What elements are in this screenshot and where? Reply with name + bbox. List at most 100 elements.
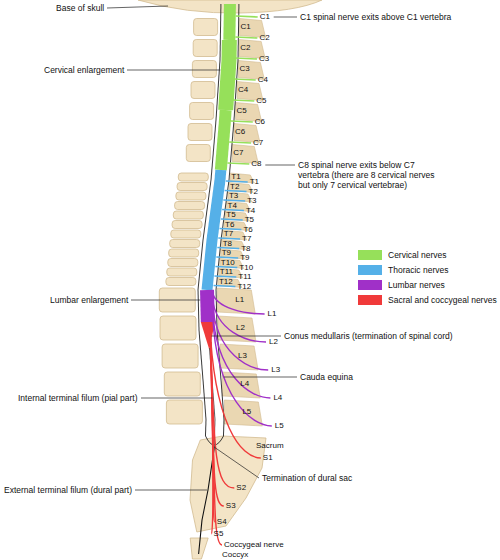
level-label: T9 (222, 249, 231, 257)
legend-row: Cervical nerves (358, 250, 498, 261)
spinal-nerve (213, 310, 271, 398)
cord-segment (223, 4, 236, 40)
level-label: C2 (259, 34, 269, 42)
level-label: L3 (271, 366, 280, 374)
level-label: C6 (235, 128, 245, 136)
vertebral-body (188, 124, 212, 141)
vertebral-body (178, 173, 208, 181)
level-label: T6 (243, 226, 252, 234)
level-label: T2 (249, 188, 258, 196)
vertebral-body (169, 249, 199, 257)
legend-swatch (358, 280, 382, 290)
vertebral-body (193, 40, 217, 57)
spinal-nerve (227, 163, 249, 164)
level-label: C7 (233, 149, 243, 157)
level-label: T9 (240, 254, 249, 262)
annotation-label: C8 spinal nerve exits below C7 vertebra … (298, 160, 448, 190)
part-label: Sacrum (256, 442, 284, 450)
cord-segment (207, 170, 221, 290)
leader-line (131, 300, 200, 301)
level-label: T1 (231, 173, 240, 181)
leader-line (127, 70, 220, 71)
level-label: T12 (219, 278, 233, 286)
annotation-label: Termination of dural sac (262, 473, 352, 483)
annotation-label: C1 spinal nerve exits above C1 vertebra (300, 12, 451, 22)
level-label: C1 (260, 13, 270, 21)
spinal-nerve (210, 322, 261, 458)
cord-segment (226, 40, 230, 110)
annotation-label: Conus medullaris (termination of spinal … (284, 331, 496, 341)
level-label: S4 (217, 518, 227, 526)
spinal-nerve (229, 142, 251, 143)
level-label: S1 (263, 454, 273, 462)
spinous-process (218, 316, 256, 342)
legend-row: Lumbar nerves (358, 280, 498, 291)
leader-line (212, 336, 282, 337)
leader-line (274, 17, 297, 18)
leader-line (224, 377, 297, 378)
vertebral-body (166, 400, 202, 424)
vertebral-body (167, 268, 197, 276)
level-label: T5 (245, 216, 254, 224)
legend-swatch (358, 295, 382, 305)
level-label: L4 (240, 380, 249, 388)
level-label: L1 (268, 310, 277, 318)
spinal-nerve (232, 100, 254, 101)
vertebral-body (164, 372, 200, 396)
level-label: S5 (214, 530, 224, 538)
level-label: S3 (226, 502, 236, 510)
leader-lines (107, 6, 297, 490)
vertebral-body (166, 278, 196, 286)
annotation-label: Cauda equina (300, 372, 353, 382)
level-label: C3 (259, 55, 269, 63)
legend-row: Sacral and coccygeal nerves (358, 295, 498, 306)
annotation-label: Lumbar enlargement (50, 295, 128, 305)
vertebral-body (191, 82, 215, 99)
vertebral-body (162, 344, 198, 368)
sacrum-bone (190, 436, 266, 532)
vertebral-body (192, 61, 216, 78)
vertebral-body (168, 259, 198, 267)
level-label: T10 (239, 264, 253, 272)
leader-line (135, 490, 207, 491)
annotation-label: External terminal filum (dural part) (4, 485, 132, 495)
level-label: T7 (224, 230, 233, 238)
dura-outline (198, 4, 221, 436)
level-label: T12 (237, 283, 251, 291)
annotation-label: Internal terminal filum (pial part) (18, 393, 138, 403)
legend-text: Cervical nerves (388, 250, 447, 260)
level-label: T6 (225, 221, 234, 229)
legend-text: Sacral and coccygeal nerves (388, 295, 497, 305)
level-label: C1 (241, 23, 251, 31)
vertebral-body (173, 211, 203, 219)
spinal-nerve (212, 304, 268, 370)
level-label: C5 (256, 97, 266, 105)
level-label: T11 (220, 268, 233, 276)
level-label: T3 (229, 192, 238, 200)
level-label: C2 (240, 44, 250, 52)
spinal-nerve (235, 58, 257, 59)
leader-line (141, 398, 212, 399)
vertebral-body (186, 145, 210, 162)
level-label: C6 (255, 118, 265, 126)
level-label: T4 (246, 207, 255, 215)
external-filum (199, 446, 215, 554)
leader-line (265, 165, 295, 166)
level-label: L5 (275, 422, 284, 430)
spinal-nerve (236, 16, 258, 17)
cord-segment (221, 110, 226, 170)
part-label: Coccygeal nerve (224, 541, 284, 549)
level-label: T11 (238, 273, 251, 281)
vertebral-body (171, 230, 201, 238)
vertebral-body (176, 192, 206, 200)
spinal-nerve (235, 37, 257, 38)
leader-line (214, 447, 259, 478)
legend-swatch (358, 265, 382, 275)
vertebral-body (175, 202, 205, 210)
level-label: T4 (228, 202, 237, 210)
level-label: T7 (242, 235, 251, 243)
part-label: Coccyx (222, 551, 248, 559)
level-label: T8 (241, 245, 250, 253)
spinal-nerve (234, 79, 256, 80)
